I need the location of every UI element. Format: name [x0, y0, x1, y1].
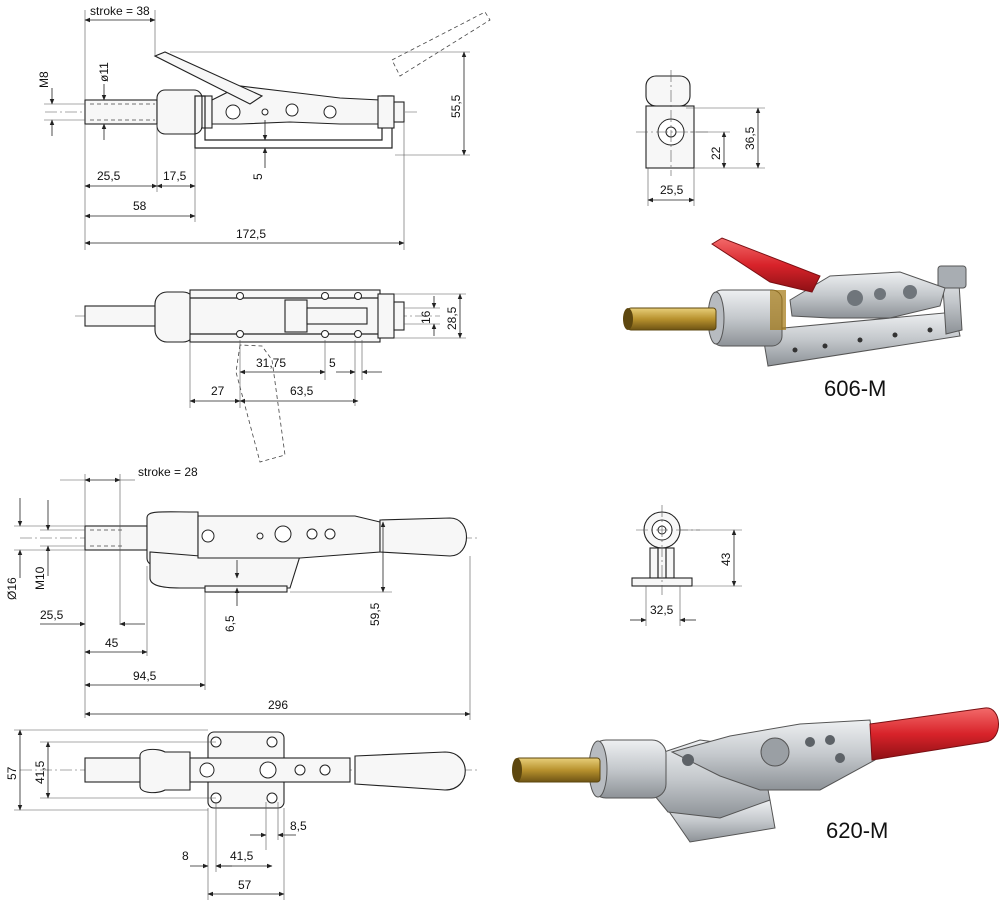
dim-296: 296	[268, 698, 288, 712]
dim-8: 8	[182, 849, 189, 863]
clamp-606-side-view: stroke = 38 M8 ø11 25,5 17,5 5 58 172,5	[37, 4, 491, 250]
dim-28-5: 28,5	[445, 306, 459, 330]
dim-41-5: 41,5	[230, 849, 254, 863]
dim-59-5: 59,5	[368, 602, 382, 626]
dim-58: 58	[133, 199, 147, 213]
thread-label: M8	[37, 71, 51, 88]
clamp-606-photo: 606-M	[623, 237, 967, 401]
dim-31-75: 31,75	[256, 356, 286, 370]
dim-25-5: 25,5	[97, 169, 121, 183]
stroke-label: stroke = 38	[90, 4, 150, 18]
dim-55-5: 55,5	[449, 94, 463, 118]
clamp-620-photo: 620-M	[512, 707, 999, 843]
dim-36-5: 36,5	[743, 126, 757, 150]
dim-45: 45	[105, 636, 119, 650]
dim-172-5: 172,5	[236, 227, 266, 241]
pin-diameter-label-620: Ø16	[5, 577, 19, 600]
stroke-label-620: stroke = 28	[138, 465, 198, 479]
dim-5-plan: 5	[329, 356, 336, 370]
dim-43: 43	[719, 552, 733, 566]
dim-25-5-620: 25,5	[40, 608, 64, 622]
dim-32-5: 32,5	[650, 603, 674, 617]
dim-8-5: 8,5	[290, 819, 307, 833]
dim-16: 16	[419, 310, 433, 324]
clamp-620-end-view: 43 32,5	[630, 505, 742, 626]
dim-6-5: 6,5	[223, 615, 237, 632]
dim-22: 22	[709, 146, 723, 160]
dim-57-vertical: 57	[5, 766, 19, 780]
clamp-620-plan-view: 57 41,5 8,5 8 41,5 57	[5, 729, 480, 900]
dim-94-5: 94,5	[133, 669, 157, 683]
dim-17-5: 17,5	[163, 169, 187, 183]
thread-label-620: M10	[33, 566, 47, 590]
clamp-620-side-view: stroke = 28 Ø16 M10 25,5 45 94,5 6,5	[5, 465, 480, 720]
pin-diameter-label: ø11	[97, 62, 111, 82]
dim-57: 57	[238, 878, 252, 892]
dim-27: 27	[211, 384, 225, 398]
clamp-606-plan-view: 16 28,5 31,75 5 27 63,5	[75, 289, 466, 463]
model-label-606: 606-M	[824, 376, 886, 401]
dim-63-5: 63,5	[290, 384, 314, 398]
clamp-606-end-view: 22 36,5 25,5	[636, 70, 765, 206]
dim-25-5-end: 25,5	[660, 183, 684, 197]
model-label-620: 620-M	[826, 818, 888, 843]
dim-41-5-vertical: 41,5	[33, 760, 47, 784]
dim-5: 5	[251, 173, 265, 180]
